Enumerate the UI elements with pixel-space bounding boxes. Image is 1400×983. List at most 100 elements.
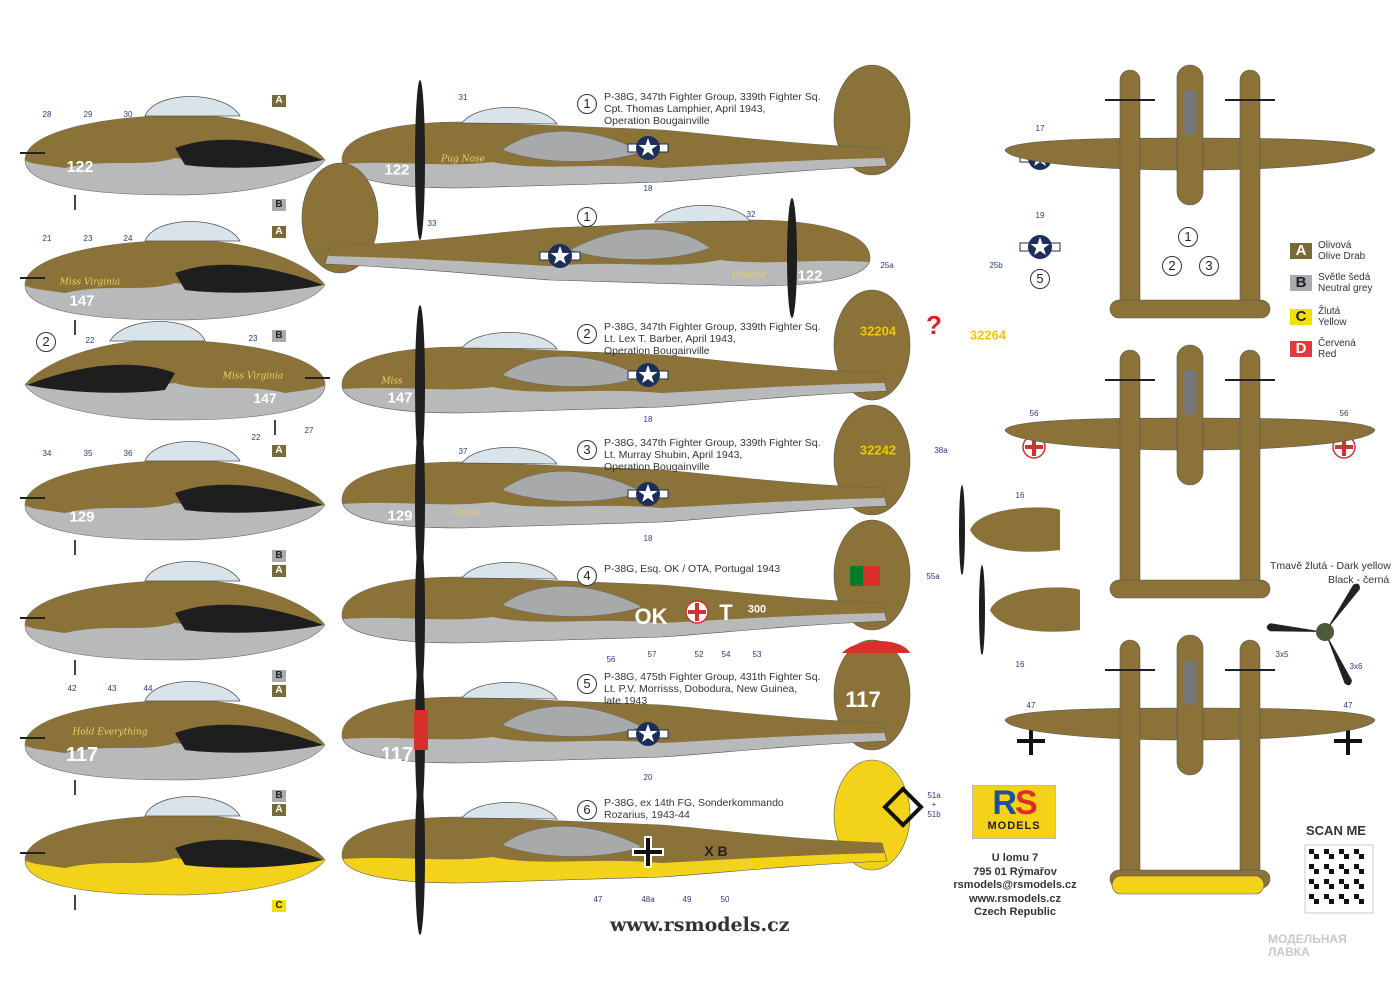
balkenkreuz-icon [632,836,664,868]
callout-number: 30 [123,110,133,119]
propeller [959,485,965,575]
nose-art-text: Chicle [451,508,481,519]
qr-module [1309,894,1314,899]
nose-profile [20,561,326,675]
callout-number: 53 [752,650,762,659]
canopy [144,796,241,817]
address-web[interactable]: www.rsmodels.cz [969,892,1061,905]
canopy-top [1183,90,1197,135]
scheme-number-circle: 2 [1162,256,1182,276]
legend-en: Yellow [1318,317,1347,328]
balkenkreuz-icon [1332,725,1364,757]
propeller [787,198,797,318]
cross [632,836,664,868]
color-tag: B [272,550,286,562]
insignia-star [550,246,570,264]
callout-number: 22 [85,336,95,345]
star-insignia-icon [627,482,669,506]
callout-number: 34 [42,449,52,458]
qr-module [1354,879,1359,884]
aircraft-marking: 147 [69,292,95,310]
side-profile [341,404,911,580]
color-tag: A [272,226,286,238]
callout-number: 56 [1029,409,1039,418]
aircraft-marking: 300 [747,603,767,616]
tailplane [1109,299,1271,319]
nose-art-text: Hold Everything [72,727,148,738]
tail-boom [1239,349,1261,591]
scheme-description-line: late 1943 [604,695,648,707]
top-view [1004,344,1376,599]
scheme-number-circle: 3 [577,440,597,460]
qr-module [1359,854,1364,859]
scheme-number-circle: 2 [36,332,56,352]
balkenkreuz-icon [1015,725,1047,757]
aircraft-marking: X B [704,843,728,859]
cowling [970,507,1060,552]
engine-nacelle-black [175,839,323,868]
aircraft-marking: 122 [66,159,94,176]
scheme-description-line: Operation Bougainville [604,345,710,357]
rs-models-logo[interactable]: RS MODELS [972,785,1056,839]
address-block: U lomu 7 795 01 Rýmařov rsmodels@rsmodel… [940,852,1090,920]
propeller-hub [1316,623,1334,641]
canopy [461,562,558,580]
qr-module [1354,849,1359,854]
insignia-star [1030,237,1050,255]
callout-number: 24 [123,234,133,243]
canopy [461,802,558,820]
nose-profile [20,441,326,555]
logo-letter: S [1014,784,1038,822]
qr-module [1354,864,1359,869]
cross [1015,725,1047,757]
nose-art-text: Phoebe [732,270,766,281]
side-profile [341,289,911,465]
scheme-number-circle: 5 [577,674,597,694]
nose-art-text: Miss [381,376,403,387]
canopy [144,221,241,242]
logo-models: MODELS [973,820,1055,832]
color-tag: B [272,670,286,682]
callout-number: 55a [926,572,940,581]
insignia-star [638,724,658,742]
address-street: U lomu 7 [991,852,1039,864]
qr-module [1359,884,1364,889]
scheme-number-circle: 1 [577,207,597,227]
propeller-detail [1266,583,1360,686]
qr-module [1329,884,1334,889]
qr-module [1339,894,1344,899]
tail-boom [1119,69,1141,311]
callout-number: 44 [143,684,153,693]
address-email[interactable]: rsmodels@rsmodels.cz [953,879,1077,891]
engine-cowling-detail [959,485,1060,575]
scheme-description-line: P-38G, Esq. OK / OTA, Portugal 1943 [604,563,781,575]
canopy [461,107,558,125]
scheme-description-line: P-38G, 347th Fighter Group, 339th Fighte… [604,437,821,449]
aircraft-marking: 122 [797,267,823,285]
color-tag: A [272,685,286,697]
canopy [461,682,558,700]
qr-module [1354,894,1359,899]
cross [688,603,706,621]
red-tail-tip [842,641,910,653]
qr-module [1344,899,1349,904]
canopy [144,96,241,117]
insignia-star [638,484,658,502]
callout-number: 18 [643,184,653,193]
callout-number: 21 [42,234,52,243]
engine-nacelle-black [175,264,323,293]
aircraft-marking: 147 [253,390,277,406]
website-link[interactable]: www.rsmodels.cz [610,914,790,936]
engine-cowling-detail [979,565,1080,655]
canopy-top [1183,370,1197,415]
callout-number: 3x5 [1275,650,1289,659]
qr-module [1344,884,1349,889]
callout-number: 22 [251,433,261,442]
legend-en: Neutral grey [1318,283,1373,294]
engine-nacelle-black [175,724,323,753]
scan-me-label: SCAN ME [1306,823,1366,838]
tail-boom [1239,639,1261,881]
